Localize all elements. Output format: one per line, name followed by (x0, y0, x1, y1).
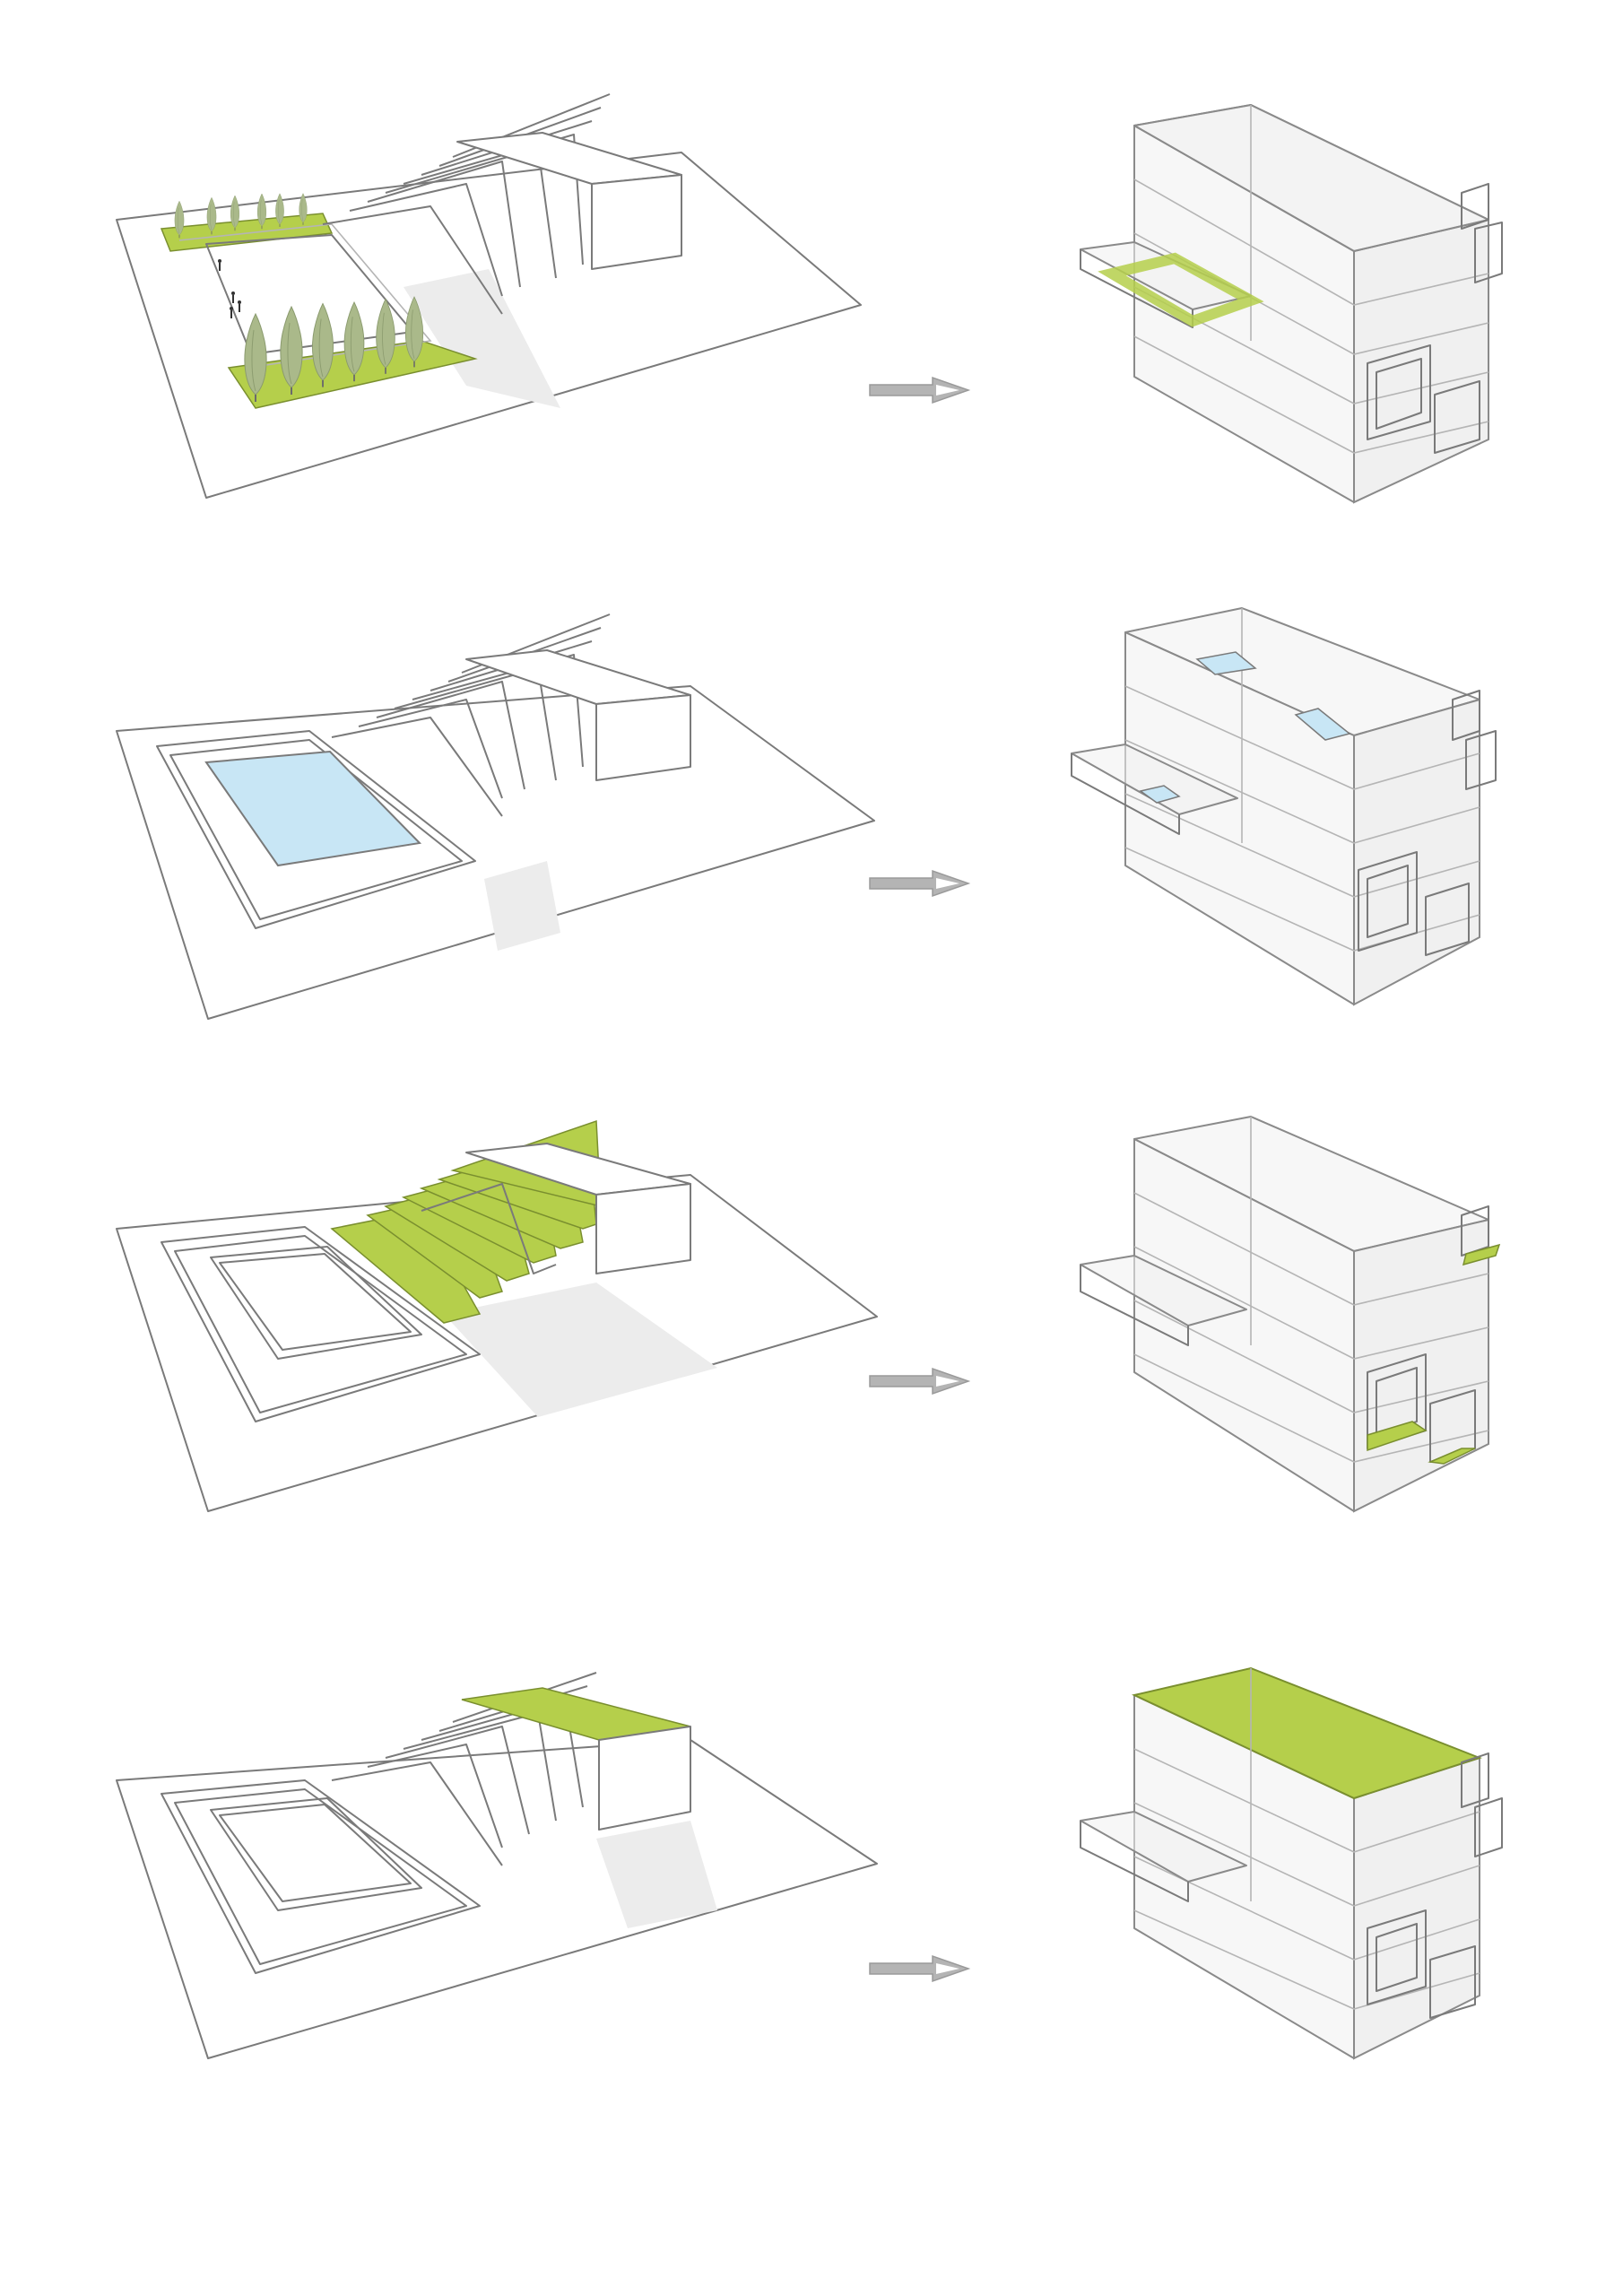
row3-site-model (116, 1119, 878, 1512)
row1-top-block-front (591, 174, 682, 270)
row2-skylight-2 (1294, 708, 1351, 741)
row3-pool-outline (210, 1246, 422, 1360)
row2-ground-plane (116, 685, 875, 1020)
row1-window-upper (1461, 183, 1489, 230)
row4-green-roof (1131, 1666, 1482, 1800)
row1-window-lower (1367, 344, 1431, 440)
row4-site-model (116, 1672, 878, 2059)
row2-site-model (116, 613, 875, 1020)
row3-green-entry (1428, 1448, 1476, 1465)
row4-terrace-steps (331, 1761, 503, 1866)
row1-green-strip-back (160, 213, 334, 252)
row2-deck-outline (156, 730, 476, 929)
row2-balcony (1071, 744, 1238, 815)
row1-building-model (1080, 104, 1503, 504)
row3-arrow (869, 1368, 969, 1395)
row1-shadow (404, 269, 560, 408)
row3-green-ledge (1462, 1243, 1501, 1266)
row4-building-model (1080, 1666, 1503, 2060)
row2-arrow (869, 870, 969, 897)
row2-skylight-1 (1195, 651, 1257, 675)
row3-deck-outline (161, 1226, 481, 1422)
row3-balcony (1080, 1255, 1247, 1326)
row2-pool-water (204, 750, 422, 867)
row2-balcony-water (1139, 785, 1181, 804)
row4-balcony (1080, 1811, 1247, 1883)
row3-green-window-sill (1367, 1421, 1428, 1452)
row1-terrace-step-1 (322, 205, 503, 315)
row4-ground-plane (116, 1739, 878, 2059)
row4-top-block-front (598, 1726, 691, 1831)
row4-shadow (596, 1821, 717, 1928)
row1-arrow (869, 377, 969, 404)
row4-deck-outline (161, 1779, 481, 1974)
row3-shadow (444, 1283, 717, 1417)
row3-top-block-front (595, 1183, 691, 1274)
row4-arrow (869, 1955, 969, 1982)
row2-building-model (1071, 607, 1497, 1006)
row2-top-block-front (595, 694, 691, 781)
row1-green-frame (1098, 252, 1264, 327)
row2-top-block-top (465, 649, 691, 705)
row4-pool-outline (210, 1797, 422, 1911)
row3-green-steps (330, 1119, 602, 1324)
row1-site-model (116, 93, 862, 499)
row3-building-model (1080, 1116, 1501, 1513)
row2-terrace-steps (331, 717, 503, 817)
row2-shadow (484, 861, 560, 951)
